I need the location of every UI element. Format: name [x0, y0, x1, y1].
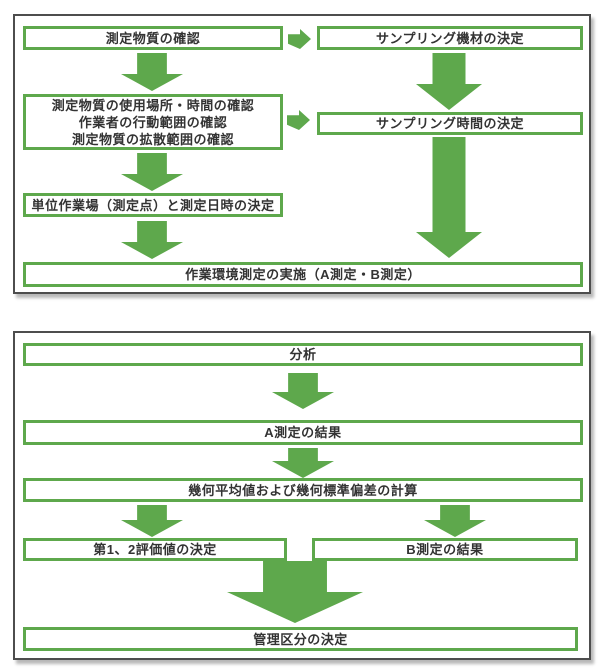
flow-box-unit-workplace-label: 単位作業場（測定点）と測定日時の決定 — [31, 197, 275, 213]
flow-box-confirm-substance: 測定物質の確認 — [23, 26, 283, 50]
flow-box-evaluation-values-label: 第1、2評価値の決定 — [93, 542, 217, 557]
flow-box-confirm-substance-label: 測定物質の確認 — [105, 30, 201, 46]
flow-box-geometric-calc: 幾何平均値および幾何標準偏差の計算 — [23, 478, 583, 502]
flow-box-analysis: 分析 — [23, 343, 583, 366]
usage-line-3: 測定物質の拡散範囲の確認 — [71, 131, 234, 147]
down-arrow-icon — [416, 137, 482, 258]
right-arrow-icon — [287, 110, 310, 130]
flow-box-b-result: B測定の結果 — [312, 538, 578, 561]
flow-panel-preparation: 測定物質の確認 サンプリング機材の決定 測定物質の使用場所・時間の確認 作業者の… — [13, 14, 591, 294]
down-arrow-icon — [121, 221, 183, 259]
flow-box-implementation: 作業環境測定の実施（A測定・B測定） — [23, 262, 583, 287]
flow-box-unit-workplace: 単位作業場（測定点）と測定日時の決定 — [23, 193, 283, 217]
flow-box-evaluation-values: 第1、2評価値の決定 — [23, 538, 287, 561]
down-arrow-icon — [121, 153, 183, 191]
flow-box-sampling-time-label: サンプリング時間の決定 — [375, 116, 525, 131]
big-down-arrow-icon — [227, 561, 363, 623]
flow-box-a-result-label: A測定の結果 — [264, 425, 342, 440]
flow-box-b-result-label: B測定の結果 — [406, 542, 484, 557]
flow-box-usage-confirmation: 測定物質の使用場所・時間の確認 作業者の行動範囲の確認 測定物質の拡散範囲の確認 — [23, 94, 283, 150]
flow-box-analysis-label: 分析 — [289, 347, 317, 362]
down-arrow-icon — [272, 448, 334, 478]
usage-line-1: 測定物質の使用場所・時間の確認 — [51, 97, 255, 113]
flow-box-control-class-label: 管理区分の決定 — [253, 631, 348, 647]
flow-box-sampling-equipment: サンプリング機材の決定 — [317, 26, 583, 50]
down-arrow-icon — [424, 505, 486, 537]
flow-box-sampling-time: サンプリング時間の決定 — [317, 112, 583, 135]
down-arrow-icon — [121, 505, 183, 537]
down-arrow-icon — [121, 53, 183, 91]
flow-box-sampling-equipment-label: サンプリング機材の決定 — [375, 30, 525, 46]
flow-box-geometric-calc-label: 幾何平均値および幾何標準偏差の計算 — [188, 482, 418, 498]
right-arrow-icon — [288, 29, 311, 49]
flow-panel-evaluation: 分析 A測定の結果 幾何平均値および幾何標準偏差の計算 第1、2評価値の決定 B… — [13, 331, 591, 660]
down-arrow-icon — [416, 53, 482, 110]
flow-box-implementation-label: 作業環境測定の実施（A測定・B測定） — [185, 267, 421, 282]
down-arrow-icon — [272, 373, 334, 409]
flow-box-a-result: A測定の結果 — [23, 420, 583, 445]
flow-box-control-class: 管理区分の決定 — [23, 627, 578, 651]
usage-line-2: 作業者の行動範囲の確認 — [78, 114, 228, 130]
